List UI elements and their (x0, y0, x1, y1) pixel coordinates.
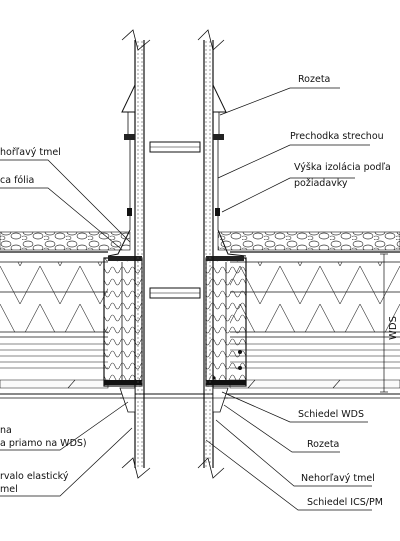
roof-slab (0, 343, 400, 389)
rosette-cone-right (212, 84, 227, 113)
leader-lines (0, 87, 388, 511)
label-folia-left: ca fólia (0, 175, 34, 186)
label-nehorlavy-bottom: Nehorľavý tmel (301, 473, 375, 484)
label-rozeta-bottom: Rozeta (307, 439, 339, 450)
rosette-cone-left (121, 84, 136, 113)
insulation-lower-left (0, 292, 108, 332)
roof-flashing (107, 84, 247, 257)
bottom-rosette (119, 387, 229, 413)
label-left-priamo: a priamo na WDS) (0, 438, 87, 449)
label-left-na: na (0, 425, 12, 436)
label-rozeta-top: Rozeta (298, 74, 330, 85)
chimney-pipe (121, 29, 225, 479)
label-prechodka-strechou: Prechodka strechou (290, 131, 384, 142)
label-nehorlavy-left: hořľavý tmel (0, 147, 61, 158)
label-left-rvalo: rvalo elastický (0, 471, 69, 482)
label-schiedel-ics: Schiedel ICS/PM (307, 497, 383, 508)
label-left-mel: mel (0, 484, 18, 495)
label-vyska-line1: Výška izolácia podľa (294, 162, 391, 173)
gravel-layer-left (0, 231, 131, 251)
insulation-upper-right (230, 262, 400, 292)
sleeve-insulation (103, 256, 247, 387)
dimension-wds: WDS (388, 316, 399, 340)
insulation-upper-left (0, 262, 108, 292)
insulation-lower-right (230, 292, 400, 332)
labels: Rozeta Prechodka strechou Výška izolácia… (0, 74, 399, 508)
gravel-layer-right (217, 231, 400, 251)
label-schiedel-wds: Schiedel WDS (298, 409, 364, 420)
label-vyska-line2: požiadavky (294, 178, 348, 189)
roof-layers (0, 231, 400, 399)
